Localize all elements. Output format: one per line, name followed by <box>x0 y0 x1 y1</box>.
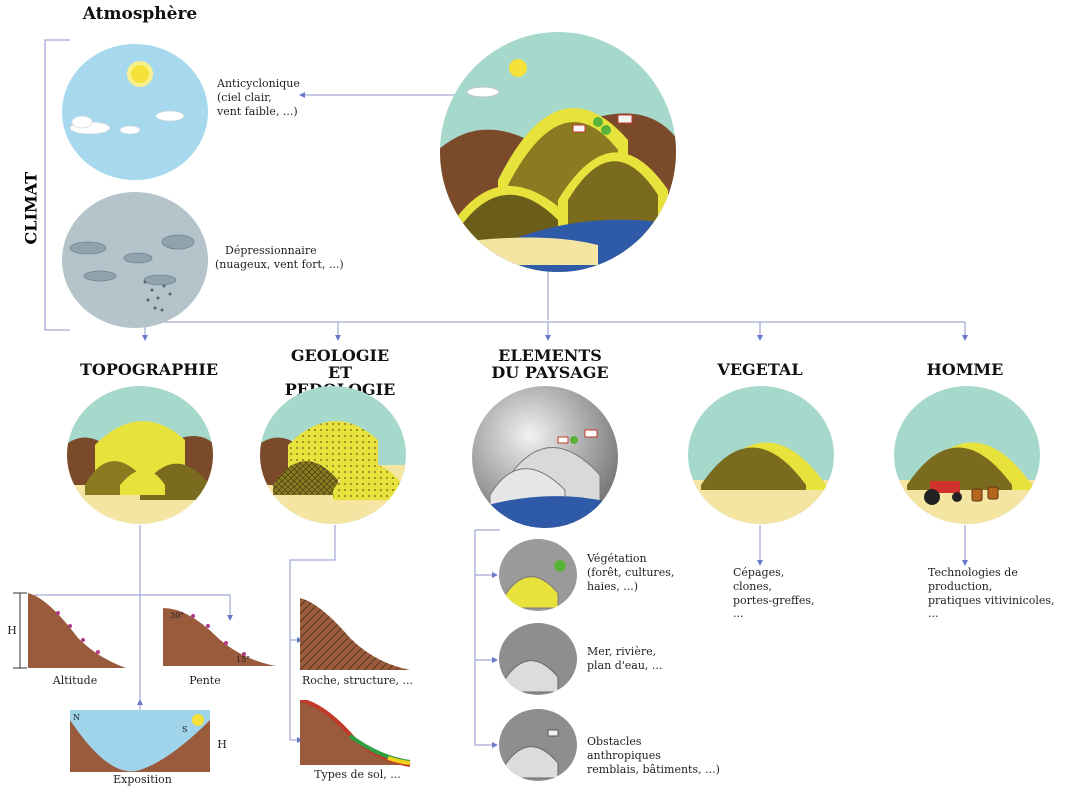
exposition-s: S <box>182 725 187 734</box>
vegetal-text: Cépages, clones, portes-greffes, ... <box>733 566 843 621</box>
depression-line2: (nuageux, vent fort, ...) <box>215 257 344 271</box>
climat-label: CLIMAT <box>21 171 41 245</box>
climat-bracket <box>44 39 70 331</box>
vegetal-line4: ... <box>733 607 744 621</box>
heading-homme: HOMME <box>915 360 1015 379</box>
exposition-label: Exposition <box>113 773 172 786</box>
obstacles-circle <box>499 709 577 781</box>
sol-diagram <box>300 700 411 767</box>
roche-label: Roche, structure, ... <box>302 674 413 687</box>
depression-line1: Dépressionnaire <box>225 244 317 257</box>
house-icon <box>572 124 586 133</box>
pente-diagram: 30° 15° <box>163 608 276 666</box>
angle-label-30: 30° <box>170 611 184 620</box>
topographie-circle <box>67 386 213 524</box>
anticyclone-line1: Anticyclonique <box>217 77 300 90</box>
altitude-diagram <box>13 592 126 669</box>
homme-text: Technologies de production, pratiques vi… <box>928 566 1083 621</box>
anticyclone-line3: vent faible, ...) <box>217 104 298 118</box>
tree-icon <box>601 125 611 135</box>
vegetal-line3: portes-greffes, <box>733 593 815 607</box>
angle-label-15: 15° <box>236 655 250 664</box>
vegetation-line3: haies, ...) <box>587 579 639 593</box>
vegetal-circle <box>688 386 834 524</box>
roche-diagram <box>300 598 410 670</box>
vegetal-line2: clones, <box>733 579 773 593</box>
heading-topographie: TOPOGRAPHIE <box>80 360 219 379</box>
altitude-label: Altitude <box>52 674 98 687</box>
barrel-icon <box>971 488 983 502</box>
sun-icon <box>127 61 153 87</box>
obstacles-line1: Obstacles <box>587 735 642 748</box>
tree-icon <box>593 117 603 127</box>
exposition-h-label: H <box>217 738 227 751</box>
obstacles-text: Obstacles anthropiques remblais, bâtimen… <box>587 735 727 776</box>
exposition-diagram: N S <box>70 710 210 772</box>
eau-line1: Mer, rivière, <box>587 645 657 658</box>
sun-icon <box>192 714 204 726</box>
vegetation-text: Végétation (forêt, cultures, haies, ...) <box>587 552 697 593</box>
eau-text: Mer, rivière, plan d'eau, ... <box>587 645 687 673</box>
homme-line1: Technologies de production, <box>928 566 1018 593</box>
geologie-circle <box>260 386 406 524</box>
topographie-h-label: H <box>7 624 17 637</box>
homme-line2: pratiques vitivinicoles, <box>928 593 1055 607</box>
heading-paysage-line1: ELEMENTS <box>498 346 602 365</box>
vegetation-circle <box>499 539 577 611</box>
sols-label: Types de sol, ... <box>314 768 401 781</box>
house-icon <box>584 429 598 438</box>
house-icon <box>617 114 633 124</box>
exposition-n: N <box>73 713 80 722</box>
atmosphere-title: Atmosphère <box>82 4 198 24</box>
homme-line3: ... <box>928 607 939 621</box>
homme-circle <box>894 386 1040 524</box>
paysage-circle <box>472 386 618 528</box>
depression-text: Dépressionnaire (nuageux, vent fort, ...… <box>215 244 345 272</box>
eau-circle <box>499 623 577 695</box>
heading-vegetal: VEGETAL <box>710 360 810 379</box>
vegetation-line2: (forêt, cultures, <box>587 565 675 579</box>
vegetation-line1: Végétation <box>587 552 647 565</box>
house-icon <box>557 436 569 444</box>
tractor-icon <box>924 481 962 505</box>
heading-paysage-line2: DU PAYSAGE <box>491 362 609 382</box>
heading-topographie-line1: TOPOGRAPHIE <box>80 360 219 379</box>
sun-icon <box>509 59 527 77</box>
heading-vegetal-line1: VEGETAL <box>717 360 803 379</box>
main-landscape-circle <box>440 32 676 272</box>
heading-homme-line1: HOMME <box>926 360 1004 379</box>
anticyclone-line2: (ciel clair, <box>217 90 272 104</box>
anticyclone-text: Anticyclonique (ciel clair, vent faible,… <box>217 77 307 118</box>
obstacles-line3: remblais, bâtiments, ...) <box>587 762 720 776</box>
cloud-icon <box>466 86 500 98</box>
tree-icon <box>570 436 578 444</box>
obstacles-line2: anthropiques <box>587 748 661 762</box>
depression-circle <box>62 192 208 328</box>
pente-label: Pente <box>189 674 221 687</box>
anticyclone-circle <box>62 44 208 180</box>
eau-line2: plan d'eau, ... <box>587 658 663 672</box>
heading-paysage: ELEMENTS DU PAYSAGE <box>485 346 615 382</box>
vegetal-line1: Cépages, <box>733 566 785 579</box>
barrel-icon <box>987 486 999 500</box>
heading-geologie-line1: GEOLOGIE <box>290 346 390 365</box>
